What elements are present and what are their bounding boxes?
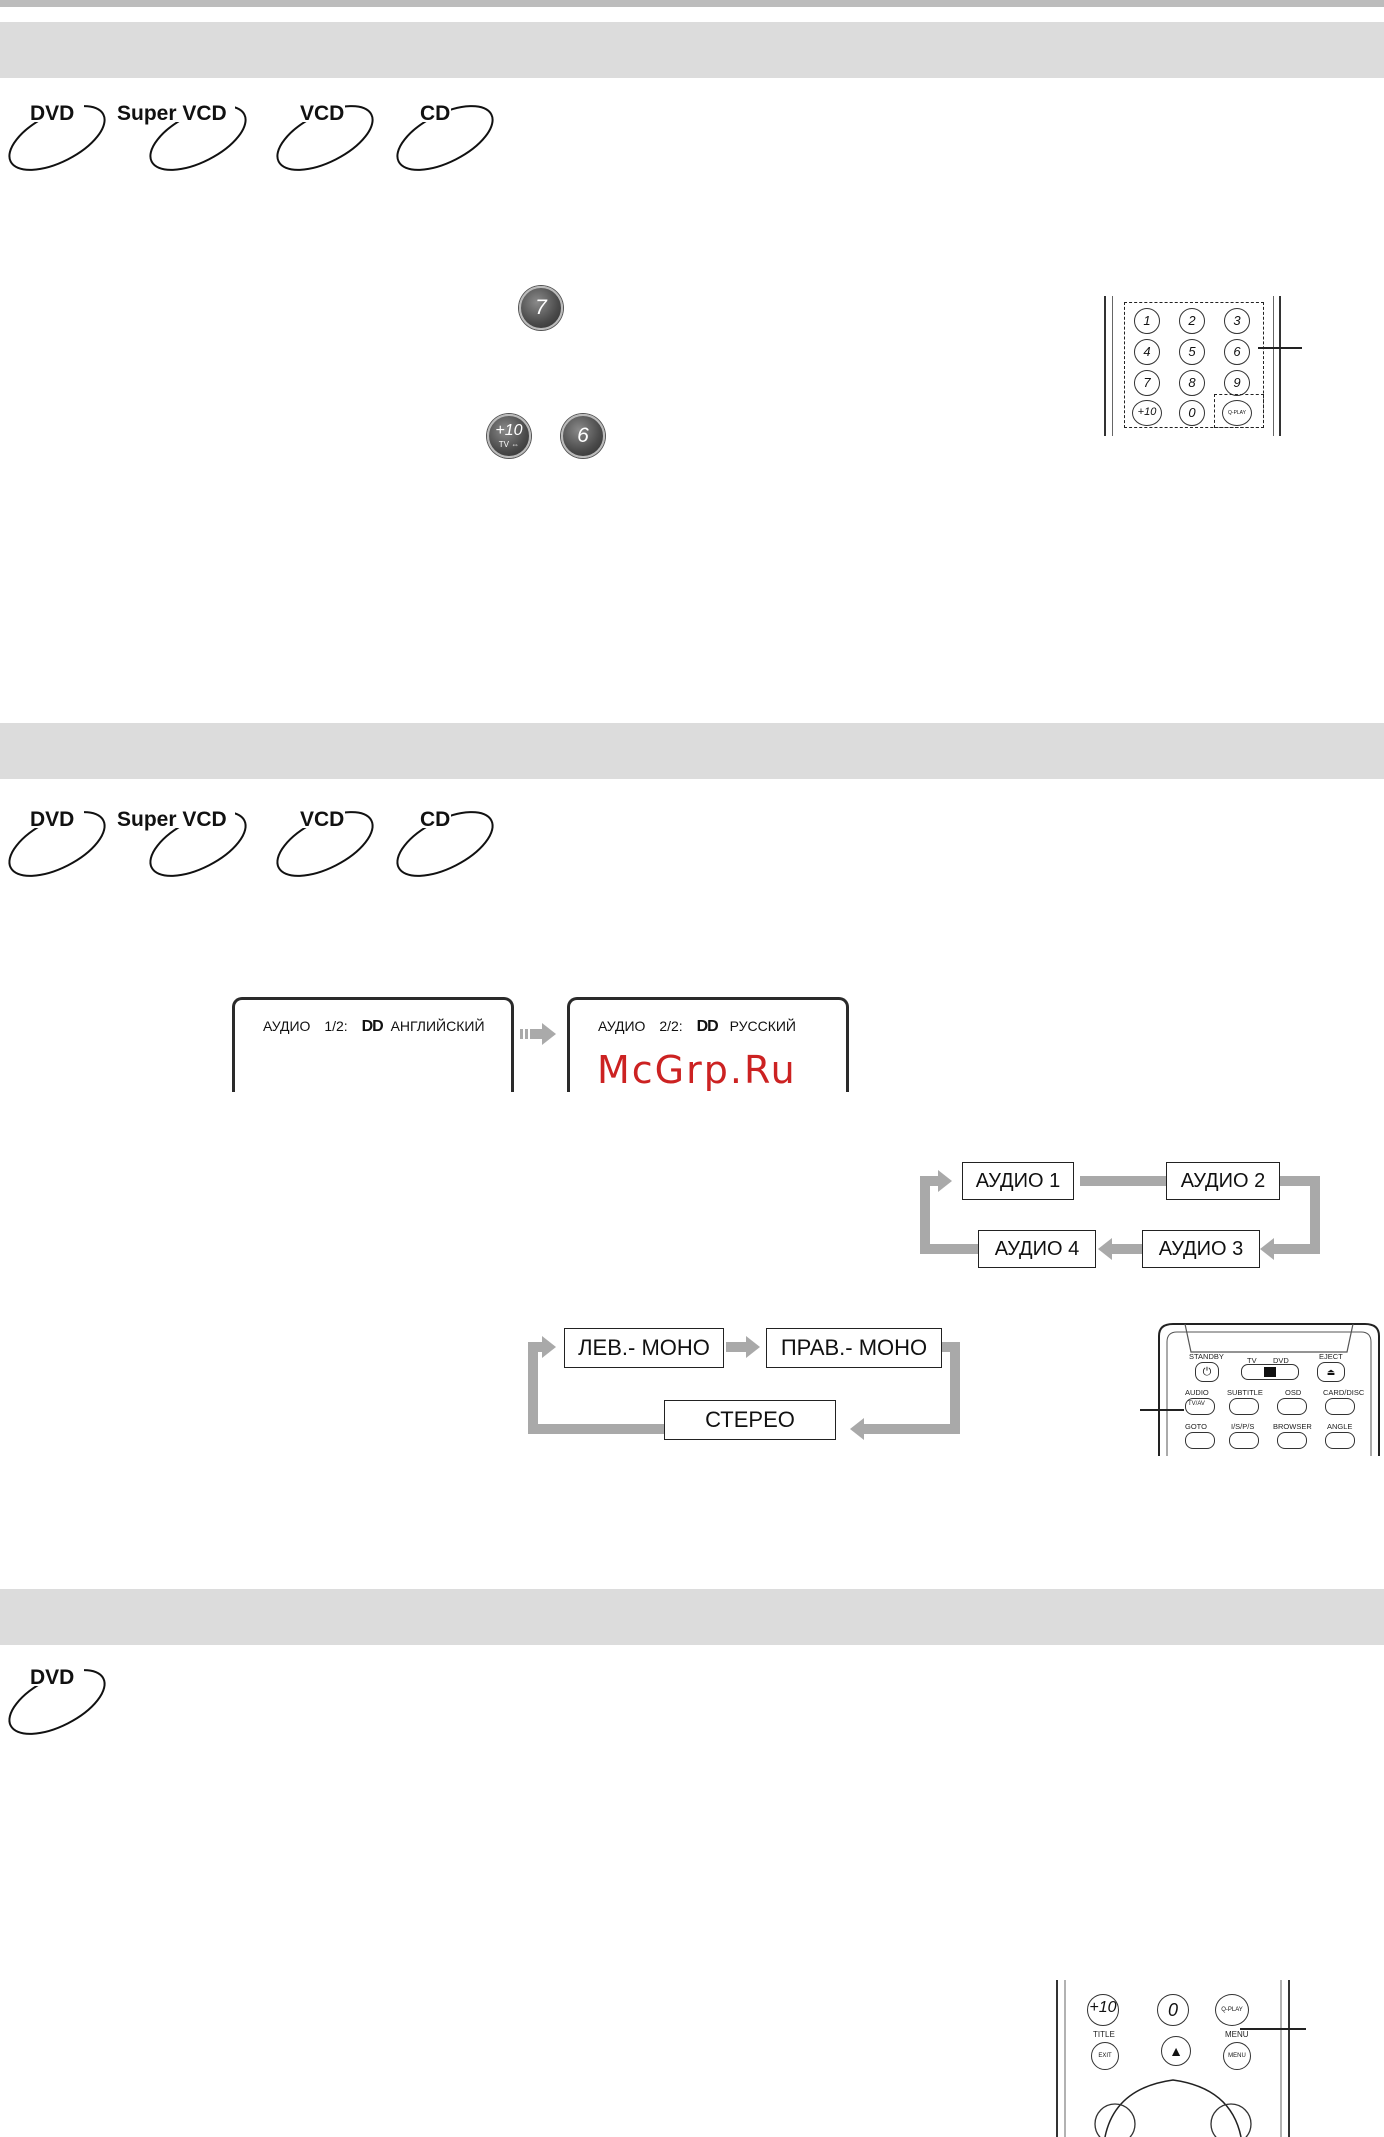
remote-keypad-illustration: 1 2 3 4 5 6 7 8 9 +10 0 Q-PLAY xyxy=(1104,296,1281,436)
plus10-sub-label: TV ⇔ xyxy=(498,440,520,449)
remote-key-7: 7 xyxy=(1134,370,1160,396)
disc-badge-label: VCD xyxy=(300,808,345,831)
disc-badge-dvd: DVD xyxy=(2,1664,112,1736)
disc-badge-dvd: DVD xyxy=(2,806,112,878)
callout-line xyxy=(1140,1409,1184,1411)
up-arrow-icon: ▲ xyxy=(1161,2036,1191,2066)
screen-audio-label: АУДИО xyxy=(263,1018,311,1034)
screen-language: АНГЛИЙСКИЙ xyxy=(390,1018,485,1034)
audio-track-cycle-diagram: АУДИО 1 АУДИО 2 АУДИО 3 АУДИО 4 xyxy=(920,1160,1340,1275)
remote-angle-button xyxy=(1325,1432,1355,1449)
remote-menu-button: MENU xyxy=(1223,2042,1251,2070)
remote-label-tv-av: TV/AV xyxy=(1188,1401,1205,1407)
remote-label-dvd: DVD xyxy=(1273,1356,1289,1365)
remote-key-qplay: Q-PLAY xyxy=(1222,400,1252,426)
dolby-digital-icon: DD xyxy=(696,1018,719,1035)
remote-label-goto: GOTO xyxy=(1185,1422,1207,1431)
disc-badge-cd: CD xyxy=(390,100,500,172)
remote-label-angle: ANGLE xyxy=(1327,1422,1353,1431)
mode-right-mono: ПРАВ.‐ МОНО xyxy=(766,1328,942,1368)
disc-badge-label: Super VCD xyxy=(117,808,227,831)
screen-audio-label: АУДИО xyxy=(598,1018,646,1034)
channel-mode-cycle-diagram: ЛЕВ.‐ МОНО ПРАВ.‐ МОНО СТЕРЕО xyxy=(524,1328,979,1443)
remote-key-1: 1 xyxy=(1134,308,1160,334)
remote-label-title: TITLE xyxy=(1093,2030,1115,2039)
remote-key-4: 4 xyxy=(1134,339,1160,365)
remote-label-card-disc: CARD/DISC xyxy=(1323,1388,1365,1397)
remote-0-key: 0 xyxy=(1157,1994,1189,2026)
remote-subtitle-button xyxy=(1229,1398,1259,1415)
disc-badge-label: DVD xyxy=(30,1666,75,1689)
dolby-digital-icon: DD xyxy=(361,1018,384,1035)
eject-icon: ⏏ xyxy=(1317,1362,1345,1382)
remote-label-isps: I/S/P/S xyxy=(1231,1422,1255,1431)
remote-browser-button xyxy=(1277,1432,1307,1449)
disc-badge-cd: CD xyxy=(390,806,500,878)
disc-badge-label: VCD xyxy=(300,102,345,125)
audio-step-3: АУДИО 3 xyxy=(1142,1230,1260,1268)
remote-key-9: 9 xyxy=(1224,370,1250,396)
remote-isps-button xyxy=(1229,1432,1259,1449)
remote-osd-button xyxy=(1277,1398,1307,1415)
audio-step-1: АУДИО 1 xyxy=(962,1162,1074,1200)
plus10-button-icon: +10 TV ⇔ xyxy=(487,414,531,458)
arrow-right-icon xyxy=(520,1023,556,1045)
disc-badge-vcd: VCD xyxy=(270,100,380,172)
section-header-band-3 xyxy=(0,1589,1384,1645)
remote-label-standby: STANDBY xyxy=(1189,1352,1224,1361)
remote-key-3: 3 xyxy=(1224,308,1250,334)
disc-badge-label: CD xyxy=(420,102,451,125)
screen-track: 2/2: xyxy=(659,1018,683,1034)
remote-key-5: 5 xyxy=(1179,339,1205,365)
number-6-button-icon: 6 xyxy=(561,414,605,458)
remote-key-6: 6 xyxy=(1224,339,1250,365)
remote-plus10-key: +10 xyxy=(1087,1994,1119,2026)
disc-badge-label: DVD xyxy=(30,808,75,831)
watermark-text: McGrp.Ru xyxy=(597,1048,797,1092)
disc-badge-super-vcd: Super VCD xyxy=(113,100,253,172)
remote-key-2: 2 xyxy=(1179,308,1205,334)
remote-goto-button xyxy=(1185,1432,1215,1449)
tv-dvd-switch-icon xyxy=(1241,1364,1299,1380)
remote-audio-button: TV/AV xyxy=(1185,1398,1215,1415)
disc-badge-dvd: DVD xyxy=(2,100,112,172)
mode-stereo: СТЕРЕО xyxy=(664,1400,836,1440)
remote-label-audio: AUDIO xyxy=(1185,1388,1209,1397)
screen-language: РУССКИЙ xyxy=(729,1018,796,1034)
audio-step-2: АУДИО 2 xyxy=(1166,1162,1280,1200)
disc-badge-label: CD xyxy=(420,808,451,831)
power-icon: ⏻ xyxy=(1195,1362,1219,1382)
remote-label-osd: OSD xyxy=(1285,1388,1302,1397)
tv-screen-audio-2: АУДИО 2/2: DD РУССКИЙ McGrp.Ru xyxy=(567,997,849,1092)
number-7-button-icon: 7 xyxy=(519,286,563,330)
callout-line xyxy=(1240,2028,1306,2030)
section-header-band-1 xyxy=(0,22,1384,78)
remote-exit-button: EXIT xyxy=(1091,2042,1119,2070)
remote-label-tv: TV xyxy=(1247,1356,1257,1365)
tv-screen-audio-1: АУДИО 1/2: DD АНГЛИЙСКИЙ xyxy=(232,997,514,1092)
disc-badge-vcd: VCD xyxy=(270,806,380,878)
disc-badge-super-vcd: Super VCD xyxy=(113,806,253,878)
section-header-band-2 xyxy=(0,723,1384,779)
disc-badge-label: Super VCD xyxy=(117,102,227,125)
remote-top-illustration: STANDBY TV DVD EJECT ⏻ ⏏ AUDIO SUBTITLE … xyxy=(1155,1318,1383,1456)
top-rule xyxy=(0,0,1384,7)
callout-line xyxy=(1258,347,1302,349)
remote-key-plus10: +10 xyxy=(1132,400,1162,426)
plus10-label: +10 xyxy=(495,422,523,439)
disc-badge-label: DVD xyxy=(30,102,75,125)
remote-card-disc-button xyxy=(1325,1398,1355,1415)
audio-step-4: АУДИО 4 xyxy=(978,1230,1096,1268)
mode-left-mono: ЛЕВ.‐ МОНО xyxy=(564,1328,724,1368)
remote-qplay-key: Q-PLAY xyxy=(1215,1994,1249,2026)
remote-label-eject: EJECT xyxy=(1319,1352,1343,1361)
remote-navigation-illustration: +10 0 Q-PLAY TITLE MENU EXIT ▲ MENU xyxy=(1055,1980,1295,2137)
screen-track: 1/2: xyxy=(324,1018,348,1034)
remote-label-subtitle: SUBTITLE xyxy=(1227,1388,1263,1397)
remote-key-8: 8 xyxy=(1179,370,1205,396)
remote-key-0: 0 xyxy=(1179,400,1205,426)
remote-label-menu: MENU xyxy=(1225,2030,1249,2039)
remote-label-browser: BROWSER xyxy=(1273,1422,1312,1431)
